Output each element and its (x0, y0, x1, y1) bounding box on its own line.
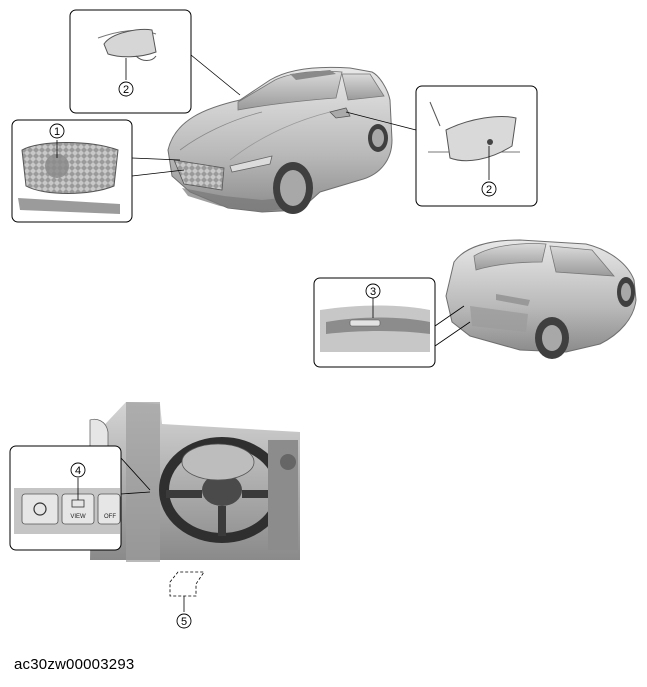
callout-3: 3 (365, 283, 381, 299)
inset-switch-panel (9, 445, 151, 551)
callout-5: 5 (176, 613, 192, 629)
hidden-module-outline (169, 571, 205, 612)
interior-dashboard-illustration (89, 402, 300, 562)
inset-right-mirror (345, 85, 538, 207)
callout-3-label: 3 (370, 286, 376, 298)
rear-car-illustration (445, 239, 637, 359)
callout-4-label: 4 (75, 465, 81, 477)
callout-2-left: 2 (118, 81, 134, 97)
view-button-label: VIEW (70, 514, 86, 520)
callout-2-left-label: 2 (123, 84, 129, 96)
off-button-label: OFF (104, 514, 116, 520)
inset-rear-camera (313, 277, 471, 368)
callout-2-right-label: 2 (486, 184, 492, 196)
callout-5-label: 5 (181, 616, 187, 628)
figure-reference-code: ac30zw00003293 (14, 656, 135, 673)
callout-4: 4 (70, 462, 86, 478)
front-car-illustration (167, 66, 393, 214)
callout-1-label: 1 (54, 126, 60, 138)
callout-2-right: 2 (481, 181, 497, 197)
inset-left-mirror (69, 9, 241, 114)
inset-front-grille (11, 119, 185, 223)
callout-1: 1 (49, 123, 65, 139)
